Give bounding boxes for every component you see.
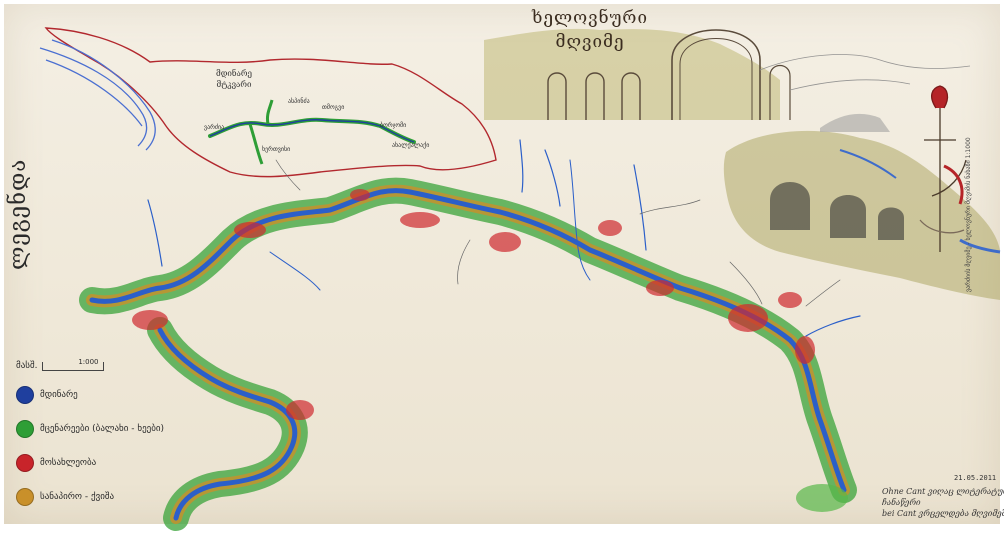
legend-item-vegetation: მცენარეები (ბალახი - ხეები) <box>16 416 236 442</box>
handnote-line: ჩანაწერი <box>882 498 921 507</box>
legend-label: მდინარე <box>40 390 78 400</box>
legend-item-river: მდინარე <box>16 382 236 408</box>
inset-place-label: ბორჯომი <box>380 122 407 129</box>
map-title: ხელოვნური მღვიმე <box>520 6 660 54</box>
scale-line: 1:000 <box>41 358 104 371</box>
lowland-vegetation <box>796 484 848 512</box>
arches-sketch <box>484 28 971 120</box>
map-title-line1: ხელოვნური <box>532 8 648 28</box>
cliff-sketch <box>723 113 1001 300</box>
legend-swatch-vegetation <box>16 420 34 438</box>
legend-label: სანაპირო - ქვიშა <box>40 492 115 502</box>
handnote-line: bei Cant ვრცელდება მღვიმეში <box>882 509 1004 518</box>
inset-title-line1: მდინარე <box>216 69 252 78</box>
inset-coast-blue <box>39 39 156 151</box>
inset-place-label: ახალქალაქი <box>392 142 430 149</box>
legend-item-sand: სანაპირო - ქვიშა <box>16 484 236 510</box>
tributaries <box>147 139 861 337</box>
scale-label: მასშ. <box>16 361 38 371</box>
scale-bar: მასშ. 1:000 <box>16 358 236 374</box>
legend-swatch-settlement <box>16 454 34 472</box>
inset-place-label: თმოგვი <box>322 104 345 111</box>
legend-swatch-sand <box>16 488 34 506</box>
settlement-patches <box>132 189 815 420</box>
legend-swatch-river <box>16 386 34 404</box>
legend-label: მცენარეები (ბალახი - ხეები) <box>40 424 165 434</box>
handnote-line: Ohne Cant ვიღაც ლიტერატურ <box>882 487 1004 496</box>
inset-river-core <box>209 119 415 143</box>
inset-title-line2: მტკვარი <box>216 80 252 89</box>
inset-place-label: ხერთვისი <box>262 146 291 153</box>
inset-place-label: ასპინძა <box>288 98 310 105</box>
inset-tributary <box>248 99 274 165</box>
legend-item-settlement: მოსახლეობა <box>16 450 236 476</box>
legend: მასშ. 1:000 მდინარე მცენარეები (ბალახი -… <box>16 358 236 510</box>
cross-monument <box>919 85 967 252</box>
scale-value: 1:000 <box>78 357 99 366</box>
inset-place-label: ვარძია <box>204 124 225 131</box>
inset-region-outline <box>44 27 497 178</box>
legend-heading: ლეგენდა <box>6 158 31 270</box>
inset-title: მდინარე მტკვარი <box>204 68 264 90</box>
map-title-line2: მღვიმე <box>555 32 625 52</box>
vertical-note: ვარძიის მღვიმე - ხელოვნური მღვიმის ნახაზ… <box>965 137 972 292</box>
legend-label: მოსახლეობა <box>40 458 97 468</box>
handwritten-note: Ohne Cant ვიღაც ლიტერატურ ჩანაწერი bei C… <box>882 486 1004 519</box>
date-stamp: 21.05.2011 <box>954 474 997 482</box>
